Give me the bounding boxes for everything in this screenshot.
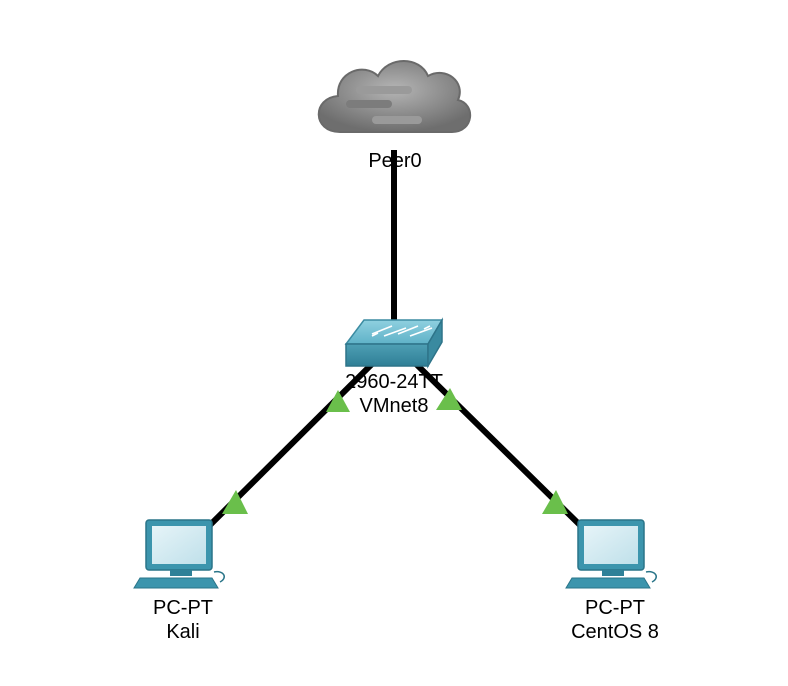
centos-model-label: PC-PT bbox=[585, 597, 645, 619]
centos-name-label: CentOS 8 bbox=[571, 621, 659, 643]
link-up-indicator-centos bbox=[542, 490, 568, 514]
kali-name-label: Kali bbox=[166, 621, 199, 643]
switch-name-label: VMnet8 bbox=[360, 395, 429, 417]
pc-icon-kali[interactable] bbox=[133, 519, 225, 589]
cloud-icon[interactable] bbox=[317, 60, 472, 133]
switch-model-label: 2960-24TT bbox=[345, 371, 443, 393]
link-up-indicator-switch-right bbox=[436, 388, 462, 410]
cloud-name-label: Peer0 bbox=[368, 150, 421, 172]
pc-icon-centos[interactable] bbox=[565, 519, 657, 589]
switch-icon[interactable] bbox=[344, 317, 444, 369]
kali-model-label: PC-PT bbox=[153, 597, 213, 619]
link-up-indicator-kali bbox=[222, 490, 248, 514]
link-up-indicator-switch-left bbox=[326, 390, 350, 412]
